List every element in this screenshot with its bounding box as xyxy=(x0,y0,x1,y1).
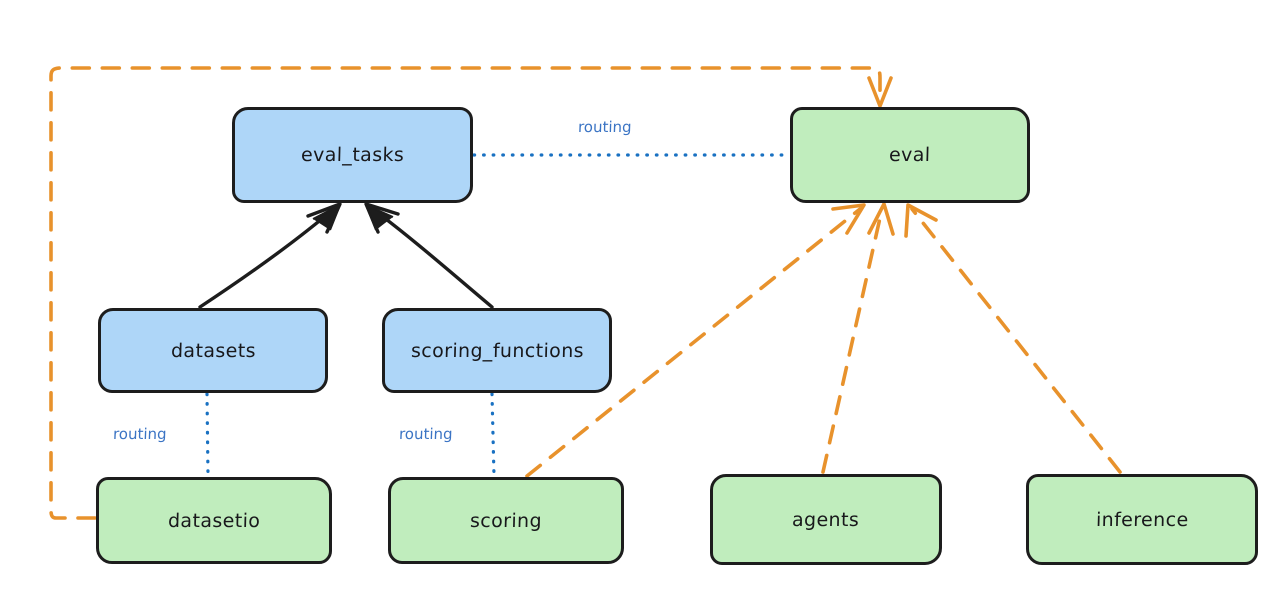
node-datasets[interactable]: datasets xyxy=(98,308,328,393)
node-datasetio[interactable]: datasetio xyxy=(96,477,332,564)
edge-label-routing-scoring: routing xyxy=(398,425,453,443)
node-scoring[interactable]: scoring xyxy=(388,477,624,564)
node-label-scoring: scoring xyxy=(469,509,543,532)
node-label-datasetio: datasetio xyxy=(167,509,261,532)
edge-agents-to-eval xyxy=(821,202,895,474)
edge-datasetio-to-eval xyxy=(49,66,893,520)
node-eval[interactable]: eval xyxy=(790,107,1030,203)
edge-datasets-to-datasetio xyxy=(205,392,210,478)
node-label-eval-tasks: eval_tasks xyxy=(300,144,405,166)
edge-inference-to-eval xyxy=(904,203,1122,474)
node-label-inference: inference xyxy=(1095,508,1189,531)
node-scoring-functions[interactable]: scoring_functions xyxy=(382,308,612,393)
edge-label-routing-eval: routing xyxy=(577,118,632,136)
node-agents[interactable]: agents xyxy=(710,474,942,565)
edge-label-routing-datasetio: routing xyxy=(112,425,167,443)
node-label-agents: agents xyxy=(792,508,860,531)
edge-scoring-to-eval xyxy=(525,203,866,478)
node-label-eval: eval xyxy=(888,144,932,166)
edge-datasets-to-eval-tasks xyxy=(198,202,342,309)
edge-scoring-functions-to-scoring xyxy=(490,392,496,478)
node-label-scoring-functions: scoring_functions xyxy=(410,339,584,362)
node-inference[interactable]: inference xyxy=(1026,474,1258,565)
node-eval-tasks[interactable]: eval_tasks xyxy=(232,107,473,203)
node-label-datasets: datasets xyxy=(170,339,256,362)
edge-scoring-functions-to-eval-tasks xyxy=(364,202,494,309)
